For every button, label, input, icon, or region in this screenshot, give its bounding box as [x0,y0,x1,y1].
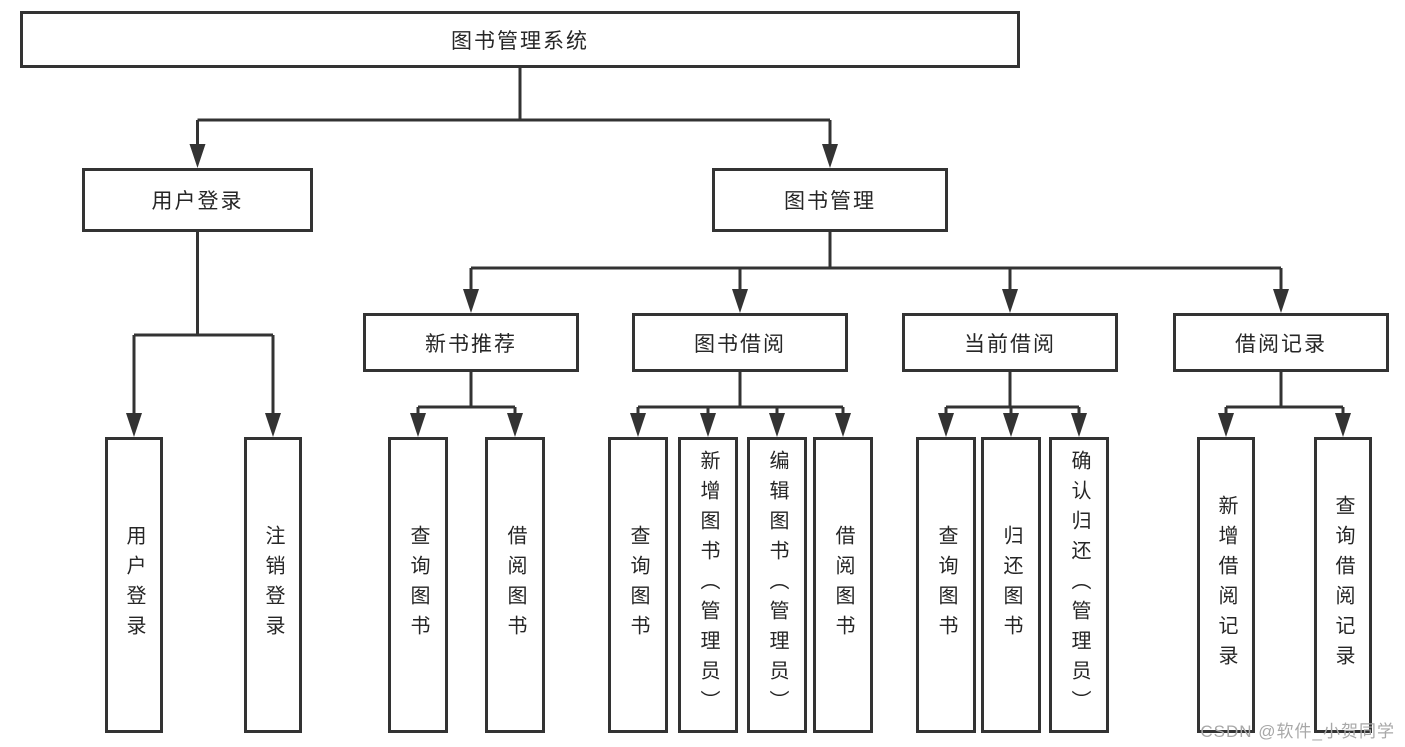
node-label: 确认归还（管理员） [1068,450,1090,720]
node-label: 新书推荐 [425,332,517,356]
node-label: 用户登录 [151,190,244,213]
node-book-management-branch: 图书管理 [712,168,948,232]
node-label: 查询图书 [407,525,429,645]
node-leaf-current-query-books: 查询图书 [916,437,976,733]
connector-bookmgmt-to-level3 [463,232,1289,313]
watermark: CSDN @软件_小贺同学 [1200,722,1395,741]
node-label: 当前借阅 [964,332,1056,356]
connector-currentborrow-to-leaves [938,372,1087,437]
node-label: 查询图书 [935,525,957,645]
node-leaf-recommend-borrow-books: 借阅图书 [485,437,545,733]
node-user-login-branch: 用户登录 [82,168,313,232]
node-label: 图书管理系统 [451,29,589,53]
node-leaf-current-return-books: 归还图书 [981,437,1041,733]
node-leaf-borrow-edit-books-admin: 编辑图书（管理员） [747,437,807,733]
connector-root-to-level2 [189,68,838,168]
connector-userlogin-to-leaves [126,232,281,437]
node-label: 新增借阅记录 [1215,495,1237,675]
connector-bookborrow-to-leaves [630,372,851,437]
node-leaf-logout: 注销登录 [244,437,302,733]
node-label: 借阅图书 [832,525,854,645]
node-book-borrow: 图书借阅 [632,313,848,372]
node-label: 图书管理 [784,190,876,213]
node-label: 用户登录 [123,525,145,645]
node-leaf-current-confirm-return-admin: 确认归还（管理员） [1049,437,1109,733]
node-leaf-borrow-borrow-books: 借阅图书 [813,437,873,733]
node-leaf-user-login: 用户登录 [105,437,163,733]
node-leaf-borrow-add-books-admin: 新增图书（管理员） [678,437,738,733]
node-leaf-records-query-record: 查询借阅记录 [1314,437,1372,733]
node-label: 借阅图书 [504,525,526,645]
node-library-system-root: 图书管理系统 [20,11,1020,68]
node-label: 新增图书（管理员） [697,450,719,720]
node-current-borrow: 当前借阅 [902,313,1118,372]
node-leaf-records-add-record: 新增借阅记录 [1197,437,1255,733]
node-label: 查询图书 [627,525,649,645]
connector-newbook-to-leaves [410,372,523,437]
node-label: 归还图书 [1000,525,1022,645]
connector-records-to-leaves [1218,372,1351,437]
node-label: 图书借阅 [694,332,786,356]
node-borrow-records: 借阅记录 [1173,313,1389,372]
node-label: 查询借阅记录 [1332,495,1354,675]
node-leaf-recommend-query-books: 查询图书 [388,437,448,733]
node-leaf-borrow-query-books: 查询图书 [608,437,668,733]
node-label: 编辑图书（管理员） [766,450,788,720]
node-label: 借阅记录 [1235,332,1327,356]
node-label: 注销登录 [262,525,284,645]
node-new-book-recommend: 新书推荐 [363,313,579,372]
